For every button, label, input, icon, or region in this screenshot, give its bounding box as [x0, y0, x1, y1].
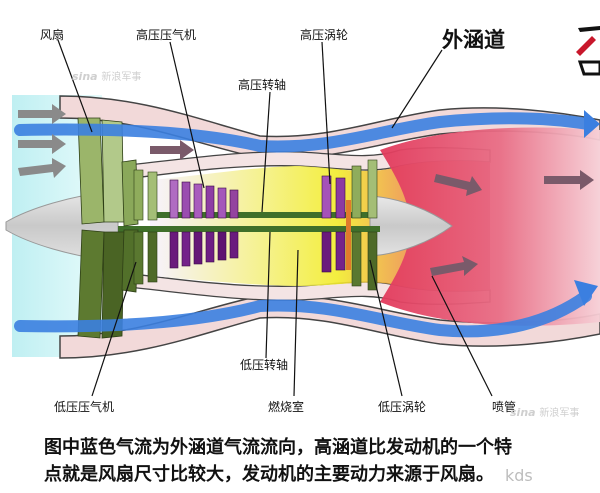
- bypass-arrowhead-top: [584, 110, 600, 138]
- label-lp-turbine: 低压涡轮: [378, 400, 427, 414]
- leader-lines: [57, 39, 493, 397]
- hp-shaft: [150, 212, 370, 218]
- label-nozzle: 喷管: [492, 400, 517, 414]
- watermark-brand-cn: 新浪军事: [101, 72, 142, 83]
- watermark-brand-lower: sina: [510, 406, 536, 419]
- corner-logo-fragment: [576, 26, 600, 76]
- caption-line-1: 图中蓝色气流为外涵道气流流向，高涵道比发动机的一个特: [44, 437, 512, 458]
- watermark-corner: kds: [505, 466, 533, 485]
- watermark-brand-lower-cn: 新浪军事: [539, 408, 580, 419]
- lp-turbine-blades: [346, 159, 378, 291]
- core-arrows: [150, 140, 594, 276]
- caption: 图中蓝色气流为外涵道气流流向，高涵道比发动机的一个特 点就是风扇尺寸比较大，发动…: [44, 434, 600, 488]
- label-lp-compressor: 低压压气机: [54, 400, 115, 414]
- watermark-brand: sina: [72, 70, 98, 83]
- hp-turbine-blades: [321, 175, 346, 273]
- watermark-sina-top: sina 新浪军事: [72, 68, 141, 83]
- tail-cone: [369, 195, 453, 257]
- label-fan: 风扇: [40, 28, 65, 42]
- label-hp-turbine: 高压涡轮: [300, 28, 349, 42]
- bypass-arrowhead-bottom: [574, 280, 598, 306]
- hp-compressor-blades: [169, 179, 239, 269]
- bypass-flow-bottom: [14, 290, 592, 338]
- inlet-arrows: [18, 104, 66, 178]
- watermark-sina-bottom: sina 新浪军事: [510, 404, 579, 419]
- label-hp-compressor: 高压压气机: [136, 28, 197, 42]
- lp-shaft: [118, 226, 380, 232]
- caption-line-2: 点就是风扇尺寸比较大，发动机的主要动力来源于风扇。: [44, 464, 494, 485]
- label-combustor: 燃烧室: [268, 400, 305, 414]
- label-lp-shaft: 低压转轴: [240, 358, 289, 372]
- label-bypass-duct: 外涵道: [442, 28, 505, 52]
- bypass-flow-top: [14, 112, 594, 153]
- lp-compressor-blades: [133, 169, 158, 285]
- label-hp-shaft: 高压转轴: [238, 78, 287, 92]
